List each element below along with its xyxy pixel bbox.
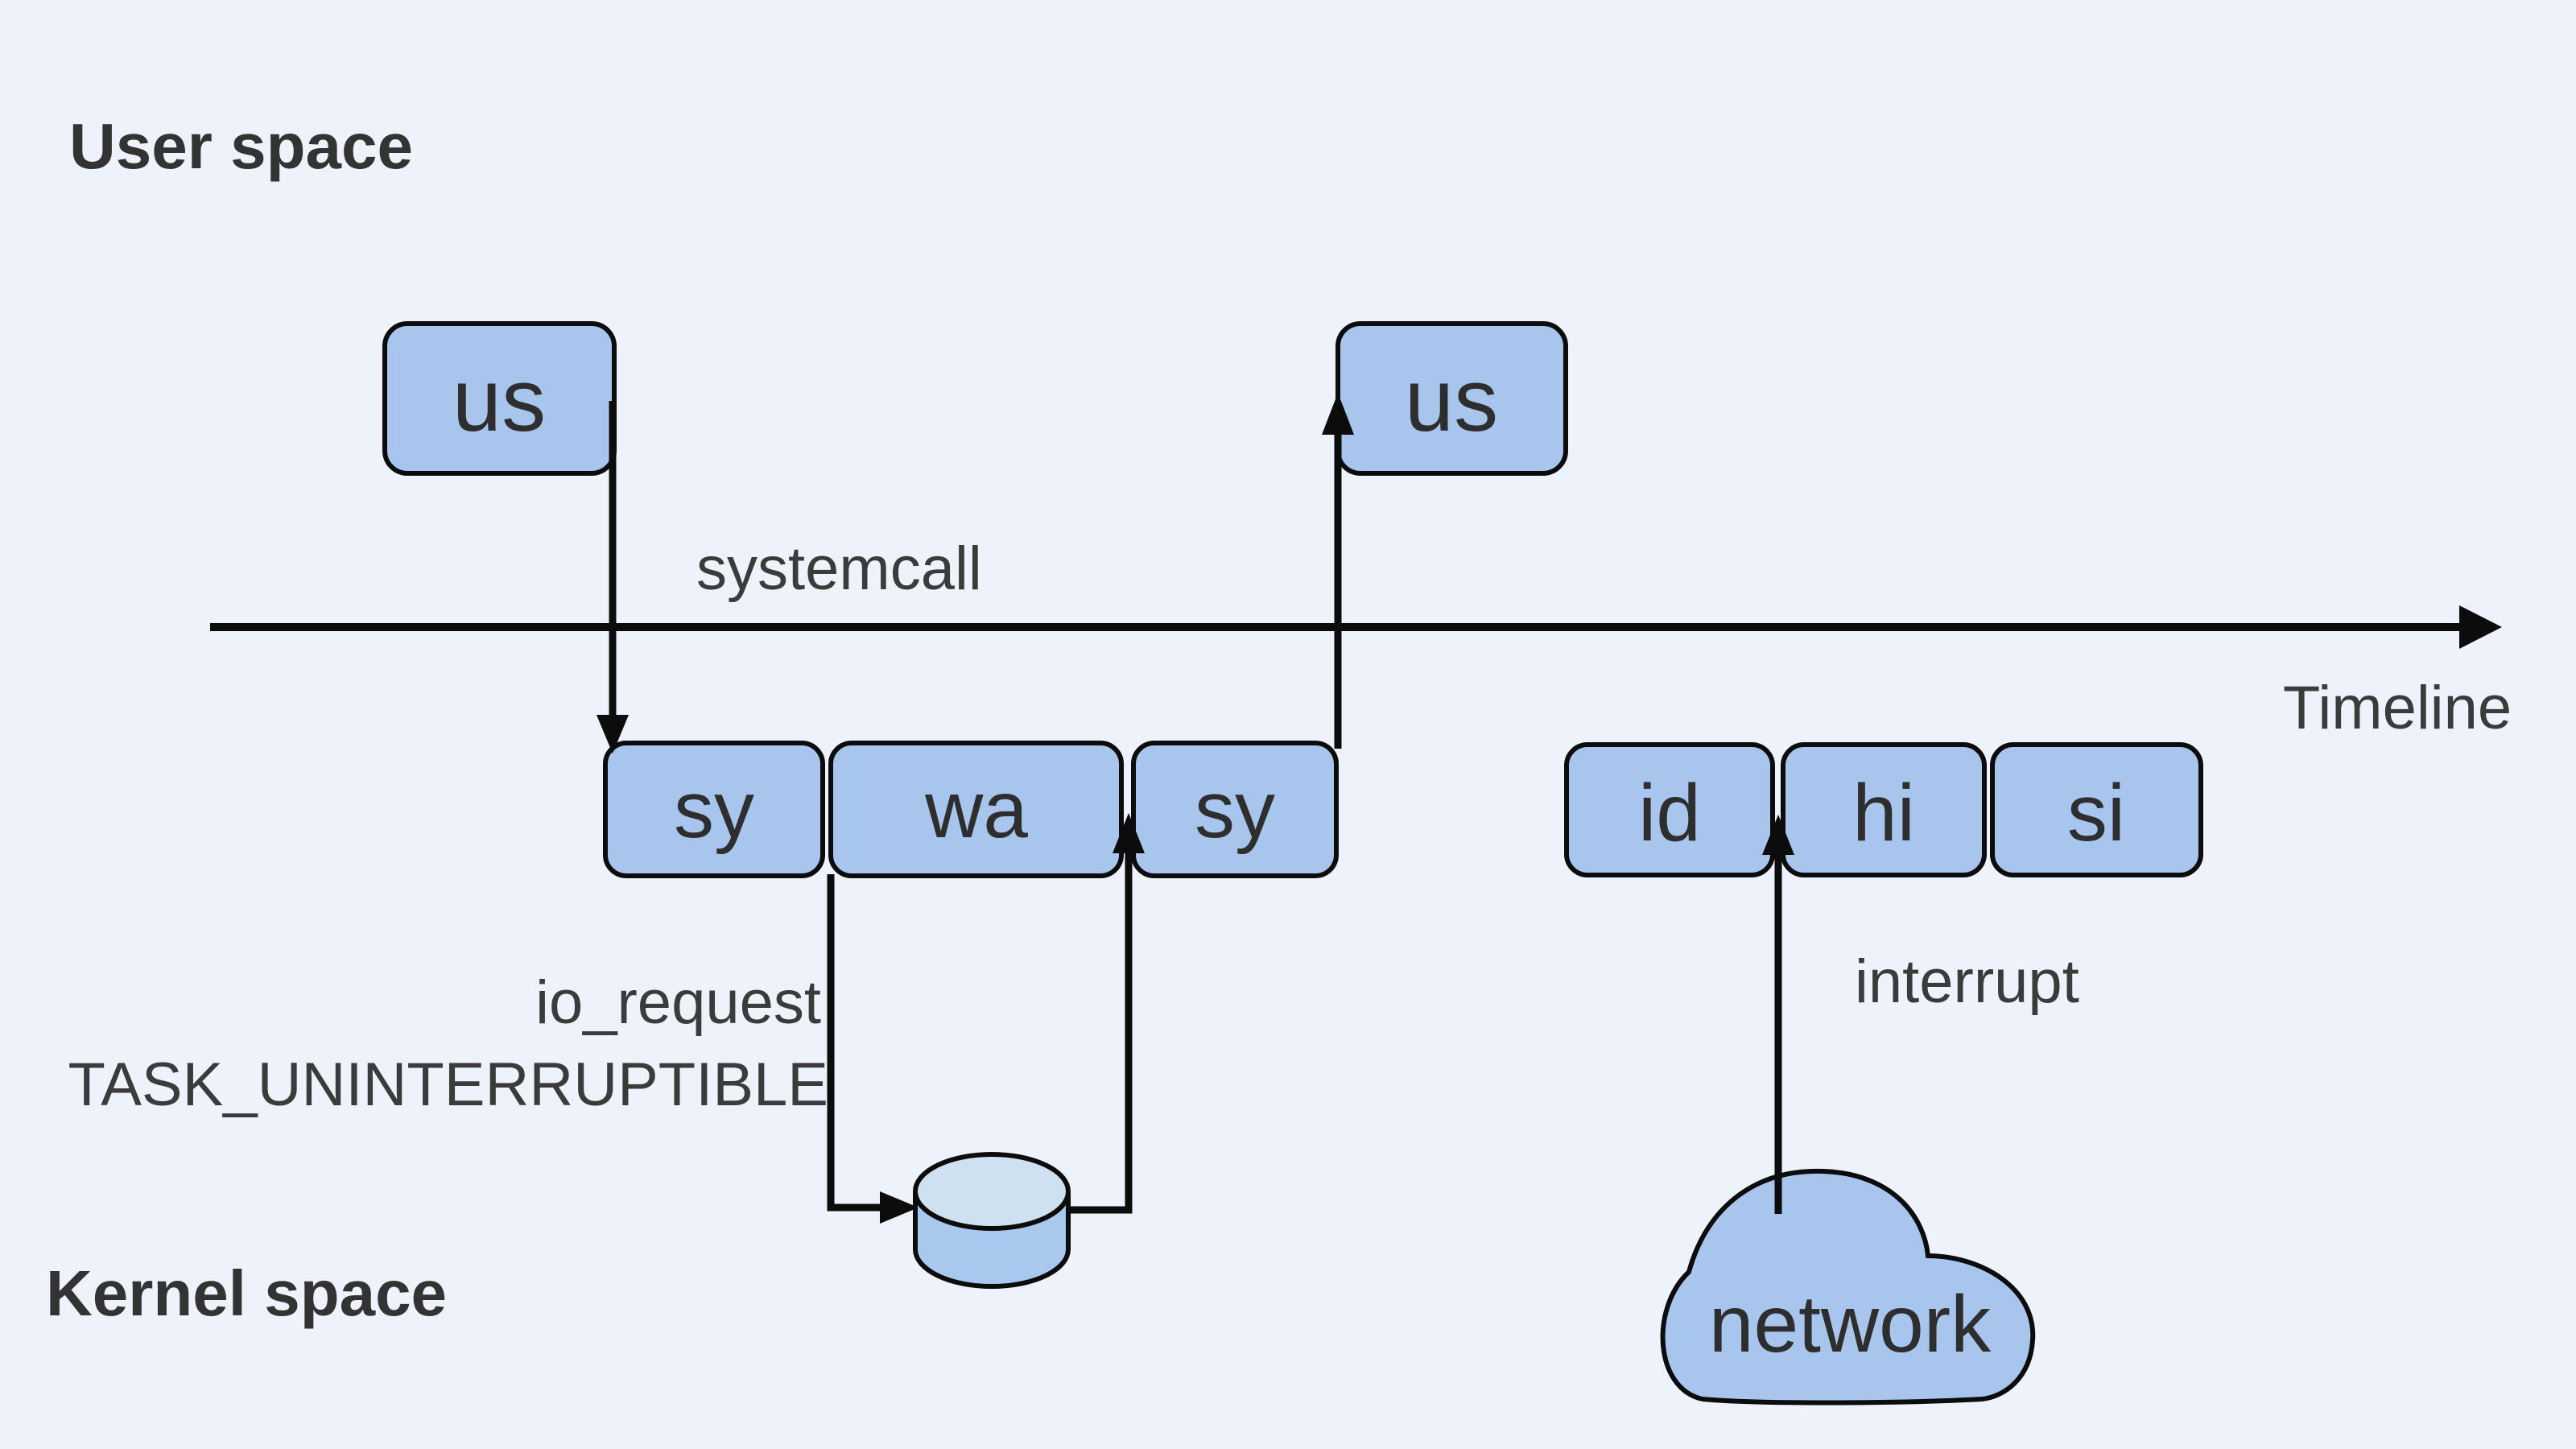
kernel-box-wa <box>828 741 1124 878</box>
user-box-1-label: us <box>452 351 546 450</box>
return-arrowhead-icon <box>1322 393 1354 435</box>
kernel-box-si-label: si <box>2067 768 2125 858</box>
io-request-path <box>827 874 881 1212</box>
interrupt-arrowhead-icon <box>1762 815 1794 855</box>
kernel-box-hi-label: hi <box>1852 768 1915 858</box>
kernel-box-id-label: id <box>1638 768 1701 858</box>
io-request-label: io_request <box>535 968 821 1037</box>
systemcall-arrowhead-icon <box>597 715 629 753</box>
kernel-box-sy2-label: sy <box>1195 765 1275 855</box>
user-box-2-label: us <box>1405 351 1498 450</box>
kernel-box-sy1-label: sy <box>674 765 754 855</box>
timeline-arrowhead-icon <box>2459 605 2502 649</box>
kernel-box-wa-label: wa <box>924 765 1028 855</box>
kernel-space-heading: Kernel space <box>46 1257 447 1329</box>
io-complete-path <box>1068 850 1133 1214</box>
io-complete-arrowhead-icon <box>1113 813 1145 853</box>
task-uninterruptible-label: TASK_UNINTERRUPTIBLE <box>68 1051 828 1119</box>
kernel-box-id <box>1564 742 1775 877</box>
kernel-box-hi <box>1781 742 1987 877</box>
systemcall-label: systemcall <box>696 535 982 603</box>
kernel-box-sy1 <box>603 741 825 878</box>
disk-cylinder-top <box>913 1152 1071 1231</box>
network-cloud <box>1660 1168 2036 1406</box>
interrupt-label: interrupt <box>1855 947 2079 1016</box>
user-box-1 <box>382 321 617 476</box>
user-space-heading: User space <box>69 110 413 182</box>
network-cloud-label: network <box>1709 1279 1992 1369</box>
kernel-box-sy2 <box>1131 741 1339 878</box>
timeline-label: Timeline <box>2283 674 2512 742</box>
kernel-box-si <box>1990 742 2203 877</box>
io-request-arrowhead-icon <box>880 1191 919 1224</box>
